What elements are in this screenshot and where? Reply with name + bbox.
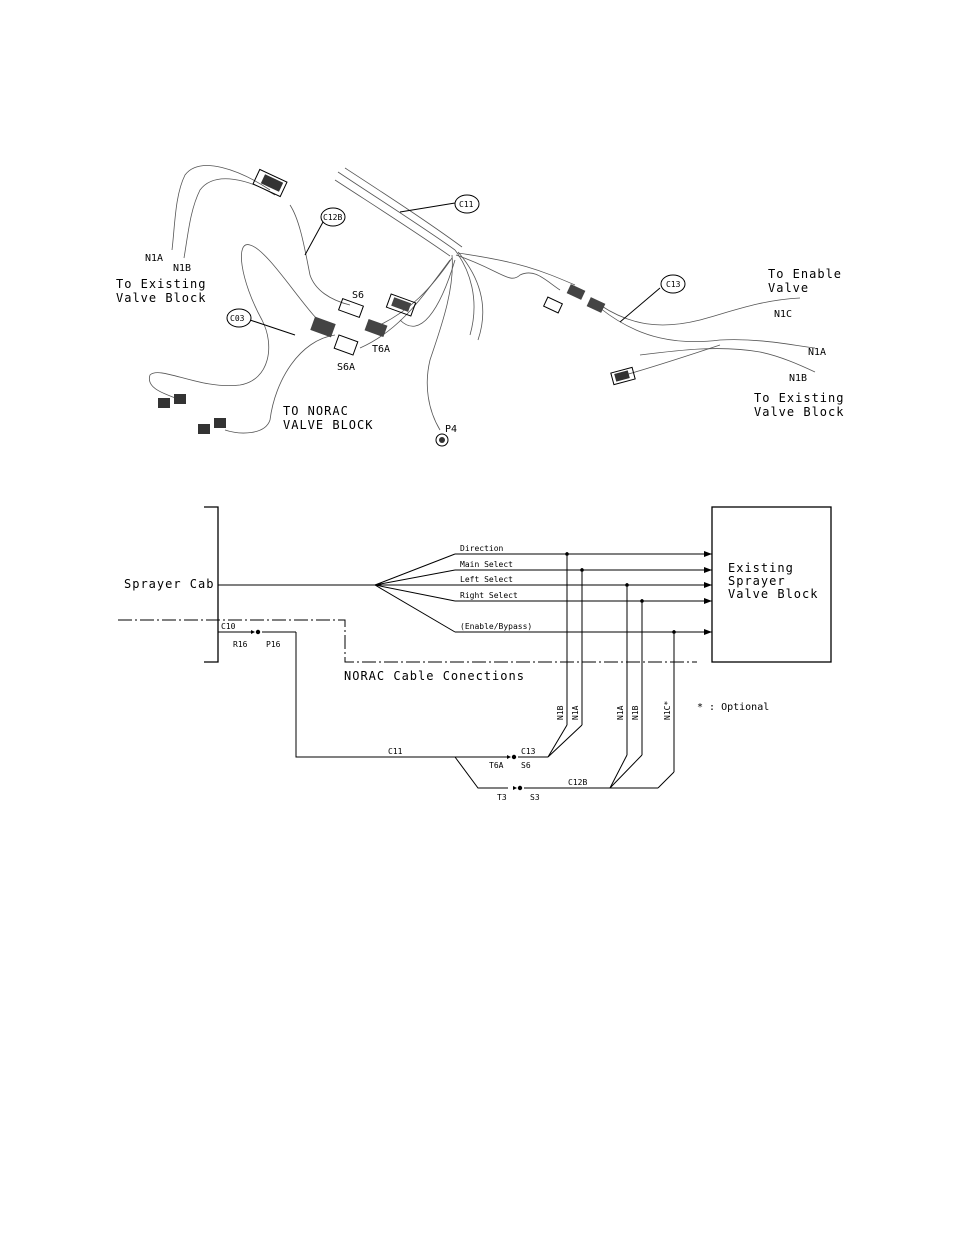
label-n1b-right: N1B [789, 373, 807, 384]
label-to-existing-left-1: To Existing [116, 277, 206, 291]
connector-label-s6: S6 [352, 290, 364, 301]
label-n1a-right: N1A [808, 347, 826, 358]
valve-block-line-2: Sprayer [728, 574, 786, 588]
optional-note: * : Optional [697, 702, 769, 713]
schematic [118, 506, 832, 791]
vert-label-n1a-2: N1A [616, 705, 625, 720]
signal-enable-bypass: (Enable/Bypass) [460, 622, 532, 631]
valve-block-line-3: Valve Block [728, 587, 818, 601]
norac-dashed-line [118, 619, 697, 663]
label-to-existing-left-2: Valve Block [116, 291, 206, 305]
label-to-norac-1: TO NORAC [283, 404, 349, 418]
signal-right-select: Right Select [460, 591, 518, 600]
vert-label-n1c: N1C* [663, 701, 672, 720]
label-norac-connections: NORAC Cable Conections [344, 669, 525, 683]
label-to-enable-2: Valve [768, 281, 809, 295]
callout-c11: C11 [459, 200, 474, 209]
callout-c13: C13 [666, 280, 681, 289]
label-n1c: N1C [774, 309, 792, 320]
vert-label-n1a-1: N1A [571, 705, 580, 720]
sprayer-cab-label: Sprayer Cab [124, 577, 214, 591]
label-to-existing-right-1: To Existing [754, 391, 844, 405]
vert-label-n1b-2: N1B [631, 705, 640, 720]
vert-label-n1b-1: N1B [556, 705, 565, 720]
signal-left-select: Left Select [460, 575, 513, 584]
label-p16: P16 [266, 640, 281, 649]
signal-direction: Direction [460, 544, 504, 553]
label-to-existing-right-2: Valve Block [754, 405, 844, 419]
label-c10: C10 [221, 622, 236, 631]
connector-label-p4: P4 [445, 424, 457, 435]
callout-c12b: C12B [323, 213, 342, 222]
label-t3: T3 [497, 793, 507, 802]
label-to-norac-2: VALVE BLOCK [283, 418, 373, 432]
harness-illustration [149, 165, 816, 447]
callout-c03: C03 [230, 314, 245, 323]
label-to-enable-1: To Enable [768, 267, 842, 281]
label-c13: C13 [521, 747, 536, 756]
label-n1b-left: N1B [173, 263, 191, 274]
label-s3: S3 [530, 793, 540, 802]
connector-label-s6a: S6A [337, 362, 355, 373]
label-r16: R16 [233, 640, 248, 649]
valve-block-line-1: Existing [728, 561, 794, 575]
label-t6a: T6A [489, 761, 504, 770]
label-c11: C11 [388, 747, 403, 756]
label-c12b: C12B [568, 778, 587, 787]
signal-main-select: Main Select [460, 560, 513, 569]
label-n1a-left: N1A [145, 253, 163, 264]
connector-label-t6a: T6A [372, 344, 390, 355]
label-s6: S6 [521, 761, 531, 770]
